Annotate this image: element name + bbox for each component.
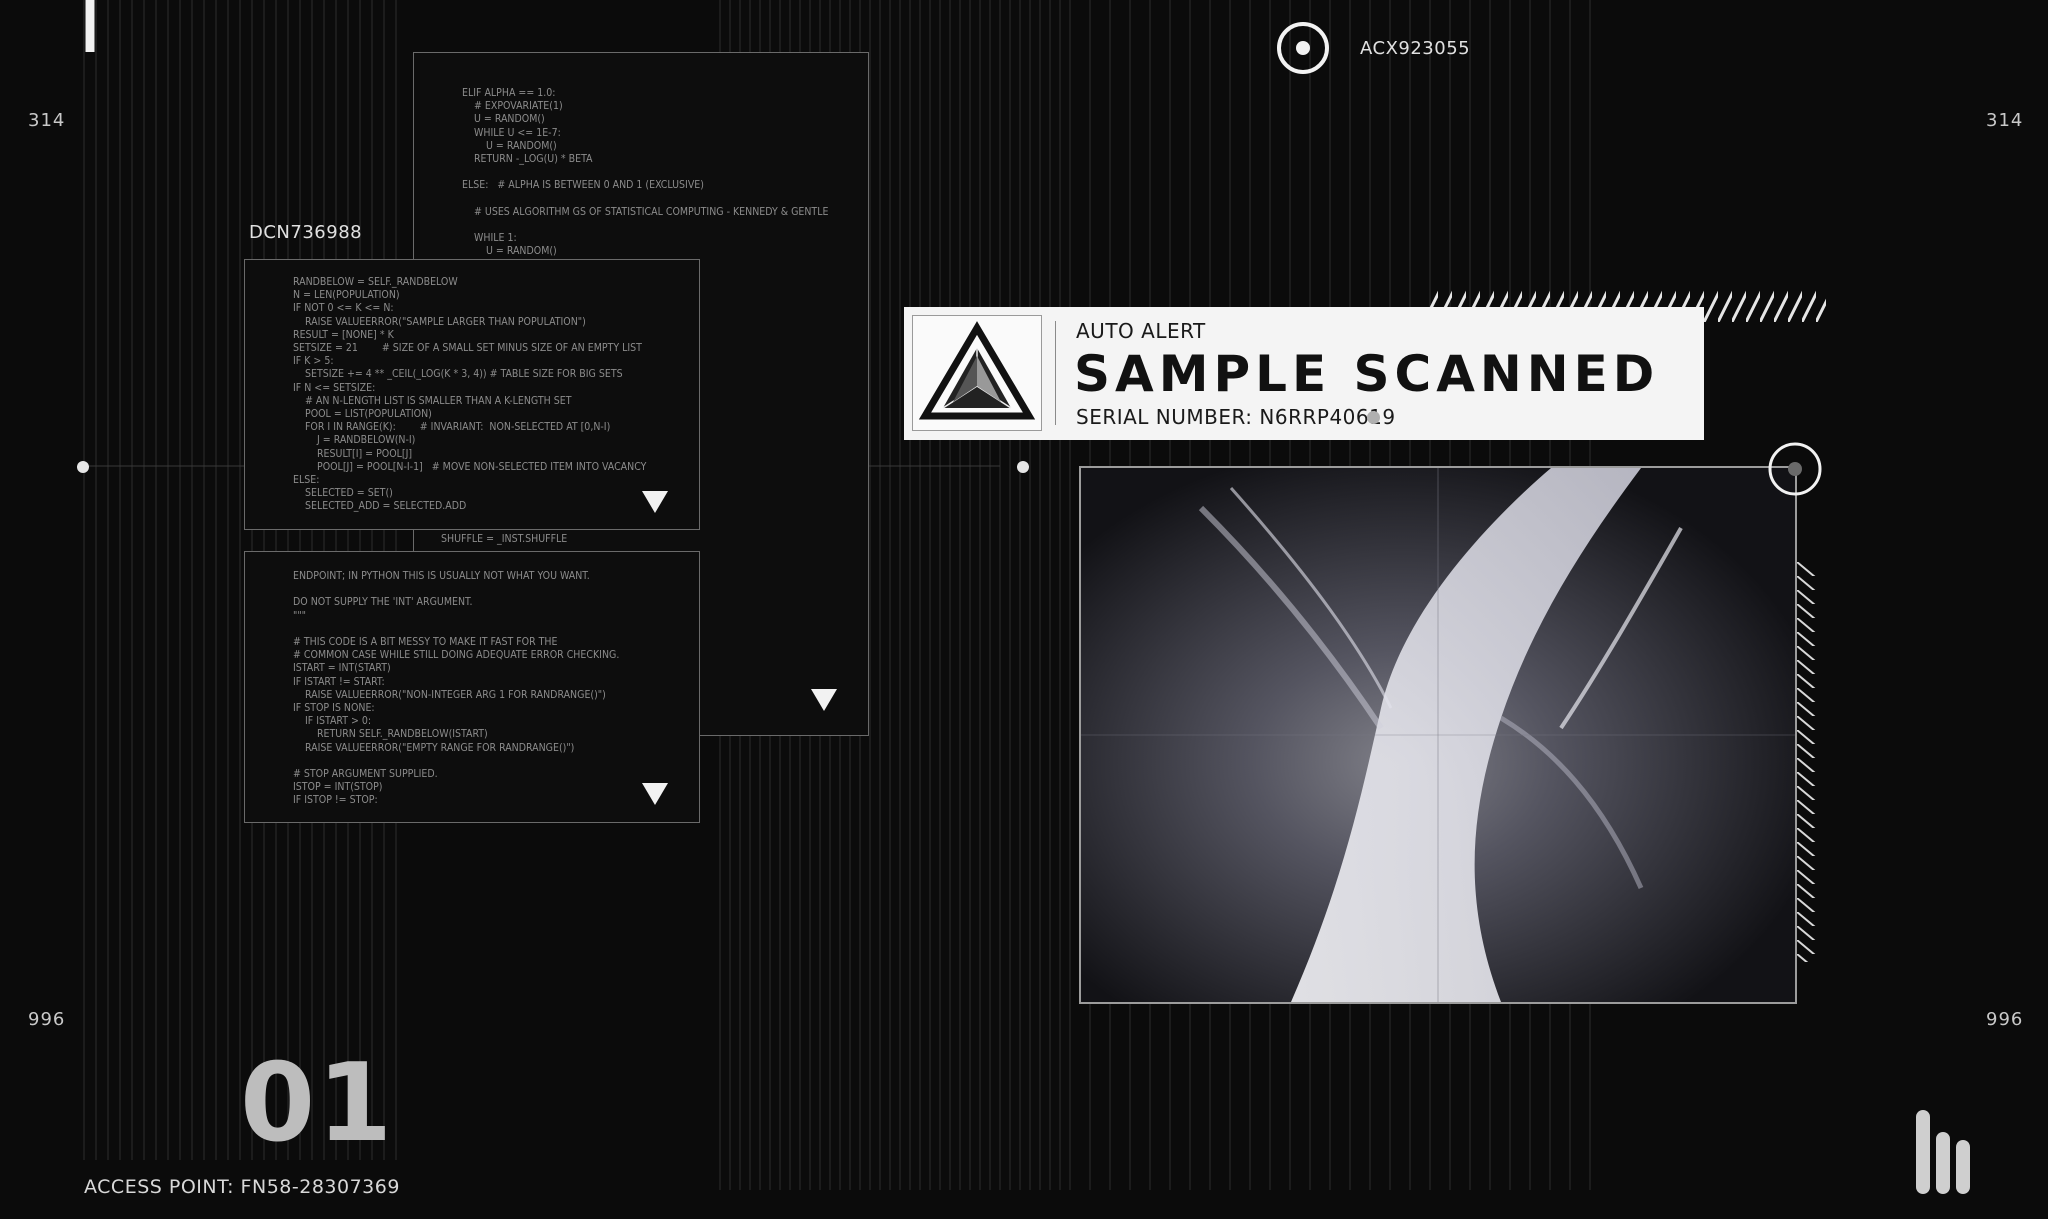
alert-divider (1055, 321, 1056, 425)
target-id-label: ACX923055 (1360, 38, 1471, 59)
frame-corner-ring-icon[interactable] (1767, 441, 1823, 497)
triangle-down-icon[interactable] (642, 491, 668, 513)
panel-id-label: DCN736988 (249, 222, 363, 243)
edge-number-top-right: 314 (1986, 110, 2024, 131)
code-text-back: ELIF ALPHA == 1.0: # EXPOVARIATE(1) U = … (462, 87, 829, 258)
edge-number-bottom-left: 996 (28, 1009, 66, 1030)
alert-kicker: AUTO ALERT (1076, 319, 1206, 343)
scan-image-frame[interactable] (1079, 466, 1797, 1004)
code-text-1: RANDBELOW = SELF._RANDBELOW N = LEN(POPU… (293, 276, 647, 513)
marker-dot-left (77, 461, 89, 473)
code-panel-2[interactable]: ENDPOINT; IN PYTHON THIS IS USUALLY NOT … (244, 551, 700, 823)
triangle-down-icon[interactable] (642, 783, 668, 805)
alert-card[interactable]: AUTO ALERT SAMPLE SCANNED SERIAL NUMBER:… (904, 307, 1704, 440)
target-ring-icon[interactable] (1275, 20, 1331, 76)
code-text-2: ENDPOINT; IN PYTHON THIS IS USUALLY NOT … (293, 570, 620, 807)
hatch-decoration-side (1797, 562, 1845, 962)
edge-number-bottom-right: 996 (1986, 1009, 2024, 1030)
triangle-down-icon[interactable] (811, 689, 837, 711)
alert-serial: SERIAL NUMBER: N6RRP40619 (1076, 405, 1396, 429)
marker-dot-center (1017, 461, 1029, 473)
edge-number-top-left: 314 (28, 110, 66, 131)
section-index: 01 (240, 1041, 395, 1166)
alert-title: SAMPLE SCANNED (1074, 345, 1660, 403)
bars-logo-icon (1916, 1110, 1970, 1194)
status-dot (1367, 411, 1380, 424)
code-text-back-tail: SHUFFLE = _INST.SHUFFLE (441, 533, 568, 545)
access-point-label: ACCESS POINT: FN58-28307369 (84, 1176, 400, 1198)
scan-image (1081, 468, 1795, 1002)
triangle-emblem-icon (912, 315, 1042, 431)
code-panel-1[interactable]: RANDBELOW = SELF._RANDBELOW N = LEN(POPU… (244, 259, 700, 530)
